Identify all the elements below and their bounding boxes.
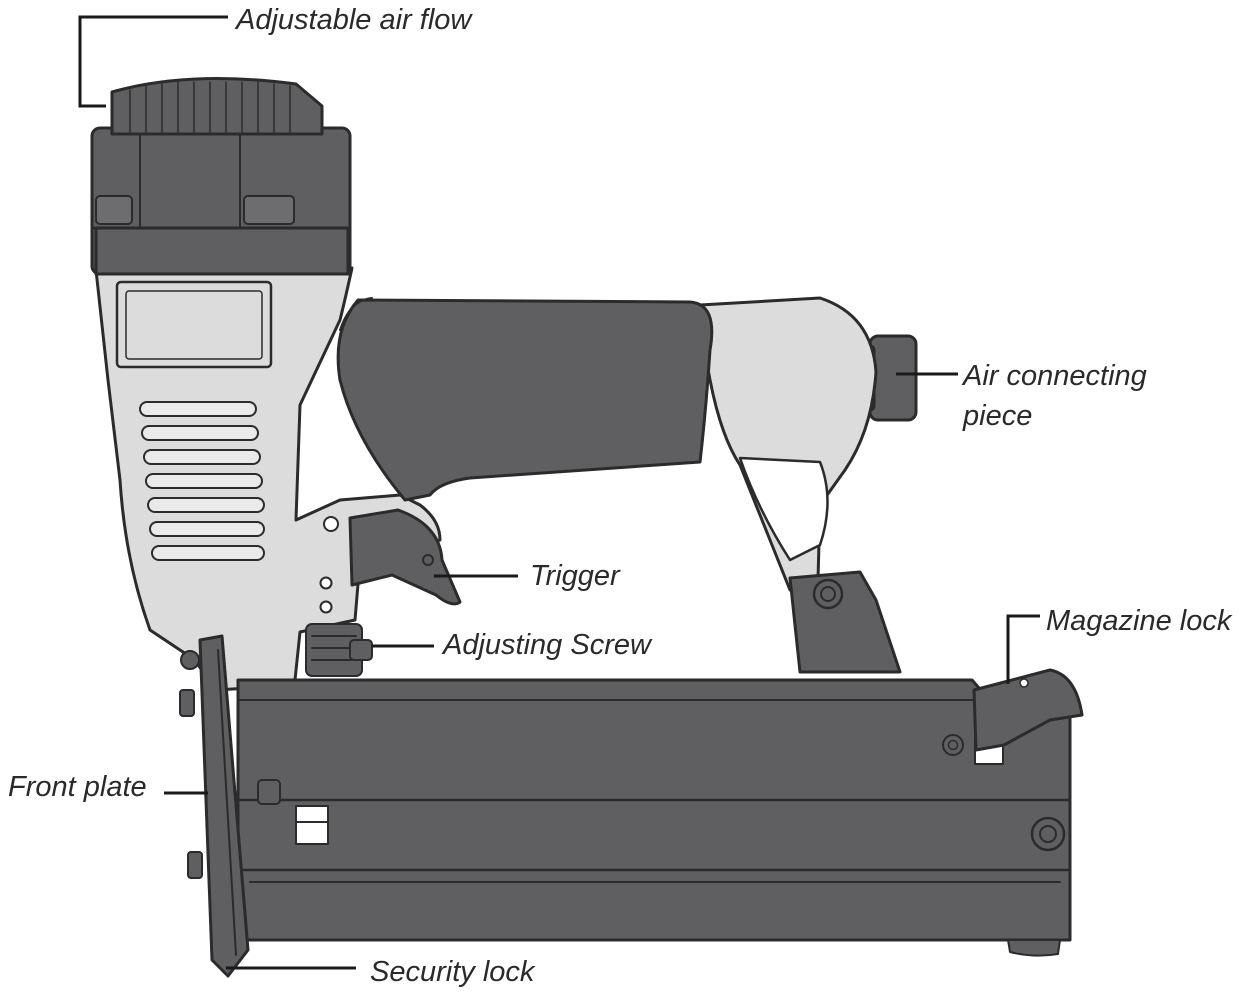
label-magazine-lock: Magazine lock xyxy=(1046,605,1232,637)
magazine-lock-lever xyxy=(972,668,1084,752)
top-cap xyxy=(90,126,352,276)
vent-slots xyxy=(139,401,265,561)
trigger xyxy=(348,508,462,606)
label-air-connecting-piece: Air connecting piece xyxy=(963,360,1147,432)
magazine xyxy=(236,678,1072,957)
air-flow-dial xyxy=(110,77,324,136)
head-window xyxy=(115,280,273,369)
label-front-plate: Front plate xyxy=(8,771,147,803)
magazine-bracket xyxy=(788,570,902,674)
rear-cap xyxy=(698,296,878,592)
adjusting-screw xyxy=(305,623,373,677)
handle-grip xyxy=(336,298,714,502)
leader-air-flow xyxy=(78,15,228,108)
label-adjusting-screw: Adjusting Screw xyxy=(443,629,651,661)
label-adjustable-air-flow: Adjustable air flow xyxy=(236,4,472,36)
label-trigger: Trigger xyxy=(530,560,620,592)
front-plate xyxy=(179,634,250,978)
label-security-lock: Security lock xyxy=(370,956,535,988)
rear-cap-window xyxy=(738,456,829,562)
housing-screws xyxy=(319,516,339,614)
leader-magazine-lock xyxy=(1006,614,1040,684)
